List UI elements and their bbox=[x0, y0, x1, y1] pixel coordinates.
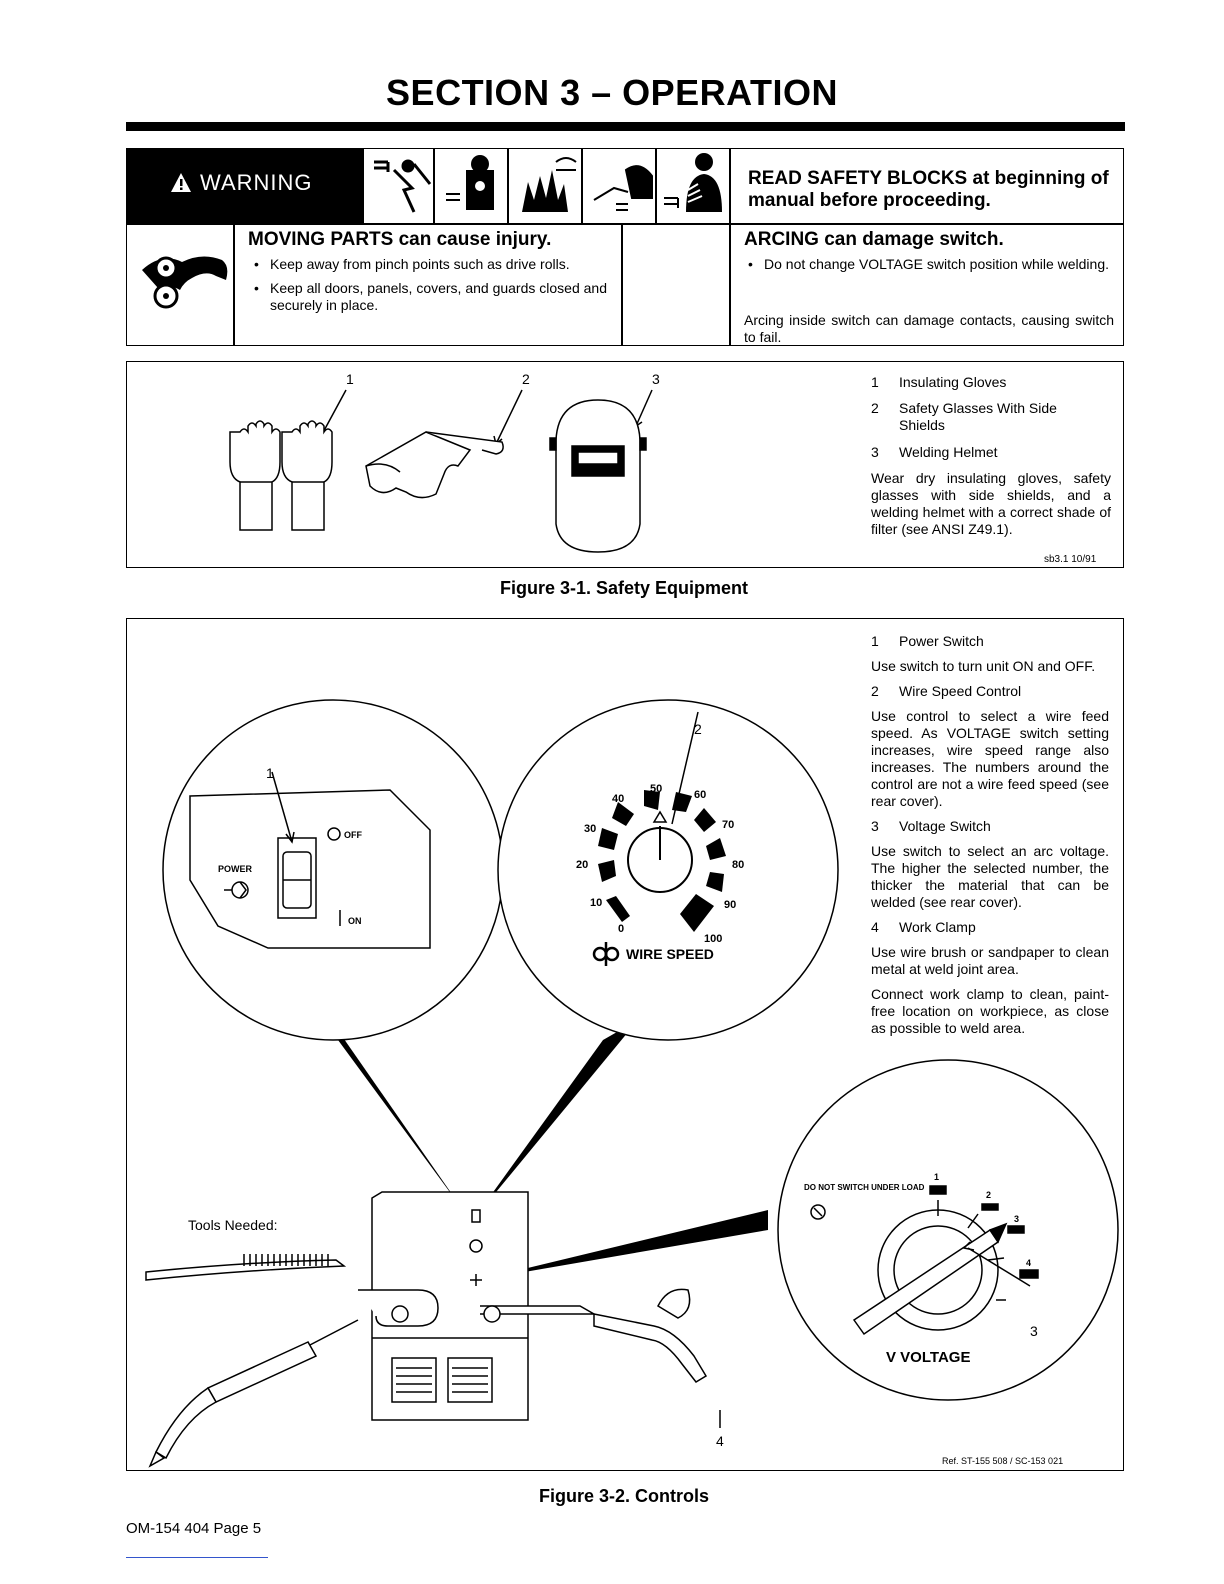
arcing-title: ARCING can damage switch. bbox=[744, 229, 1004, 250]
legend-text: Safety Glasses With Side Shields bbox=[899, 400, 1057, 433]
page-title: SECTION 3 – OPERATION bbox=[386, 72, 838, 113]
svg-text:3: 3 bbox=[1030, 1323, 1038, 1339]
svg-text:POWER: POWER bbox=[218, 864, 253, 874]
svg-text:4: 4 bbox=[1026, 1258, 1031, 1268]
power-switch-panel bbox=[189, 771, 431, 949]
welding-helmet-icon bbox=[549, 399, 647, 553]
warning-label: WARNING bbox=[200, 170, 313, 195]
svg-text:ON: ON bbox=[348, 916, 362, 926]
moving-parts-bullet: Keep away from pinch points such as driv… bbox=[254, 256, 620, 273]
legend-num: 3 bbox=[871, 444, 879, 460]
wire-brush-icon bbox=[145, 1254, 347, 1281]
svg-text:50: 50 bbox=[650, 783, 662, 795]
figure1-caption: Figure 3-1. Safety Equipment bbox=[499, 578, 749, 598]
figure-3-1-box bbox=[126, 361, 1124, 568]
electric-shock-icon bbox=[374, 159, 432, 213]
svg-text:V VOLTAGE: V VOLTAGE bbox=[886, 1349, 970, 1366]
legend-num: 2 bbox=[871, 400, 879, 416]
legend-title: Power Switch bbox=[899, 633, 984, 649]
moving-parts-title: MOVING PARTS can cause injury. bbox=[248, 229, 552, 250]
svg-text:0: 0 bbox=[618, 923, 624, 935]
svg-text:1: 1 bbox=[266, 765, 274, 781]
figure1-description: Wear dry insulating gloves, safety glass… bbox=[871, 470, 1111, 537]
callout-1: 1 bbox=[346, 371, 354, 387]
svg-text:60: 60 bbox=[694, 789, 706, 801]
legend-text: Welding Helmet bbox=[899, 444, 998, 460]
svg-text:DO NOT SWITCH UNDER LOAD: DO NOT SWITCH UNDER LOAD bbox=[804, 1183, 925, 1192]
hot-parts-icon bbox=[664, 153, 722, 212]
svg-text:2: 2 bbox=[694, 721, 702, 737]
legend-num: 1 bbox=[871, 374, 879, 390]
svg-text:20: 20 bbox=[576, 859, 588, 871]
svg-text:100: 100 bbox=[704, 933, 722, 945]
warning-table bbox=[126, 148, 1124, 346]
svg-text:WIRE SPEED: WIRE SPEED bbox=[626, 946, 714, 962]
legend-text: Insulating Gloves bbox=[899, 374, 1007, 390]
moving-parts-hand-icon bbox=[142, 256, 228, 309]
welder-unit bbox=[358, 1191, 597, 1421]
legend-title: Voltage Switch bbox=[899, 818, 991, 834]
arc-rays-icon bbox=[593, 165, 653, 211]
svg-text:1: 1 bbox=[934, 1172, 939, 1182]
power-panel-callout bbox=[162, 699, 504, 1041]
fire-explosion-icon bbox=[522, 157, 577, 212]
voltage-switch bbox=[810, 1185, 1039, 1336]
warning-label-box: WARNING bbox=[126, 148, 364, 224]
callout-2: 2 bbox=[522, 371, 530, 387]
svg-text:3: 3 bbox=[1014, 1214, 1019, 1224]
hazard-pictograms bbox=[374, 153, 722, 213]
svg-text:2: 2 bbox=[986, 1190, 991, 1200]
svg-text:4: 4 bbox=[716, 1433, 724, 1449]
svg-text:OFF: OFF bbox=[344, 830, 362, 840]
svg-text:30: 30 bbox=[584, 823, 596, 835]
svg-text:40: 40 bbox=[612, 793, 624, 805]
figure-3-2-box bbox=[126, 618, 1124, 1471]
figure2-ref: Ref. ST-155 508 / SC-153 021 bbox=[942, 1456, 1064, 1466]
safety-glasses-icon bbox=[365, 431, 504, 499]
wire-speed-icon bbox=[592, 942, 620, 966]
fumes-icon bbox=[446, 155, 494, 210]
legend-title: Wire Speed Control bbox=[899, 683, 1022, 699]
insulating-gloves-icon bbox=[229, 420, 333, 531]
safety-equipment-illustration: 1 2 3 bbox=[229, 371, 660, 553]
footer-link-rule bbox=[126, 1557, 268, 1558]
arcing-note: Arcing inside switch can damage contacts… bbox=[744, 312, 1114, 345]
page-footer: OM-154 404 Page 5 bbox=[126, 1520, 262, 1537]
svg-text:10: 10 bbox=[590, 897, 602, 909]
svg-text:90: 90 bbox=[724, 899, 736, 911]
work-clamp-icon bbox=[593, 1288, 708, 1383]
tools-needed-label: Tools Needed: bbox=[188, 1217, 278, 1233]
svg-text:80: 80 bbox=[732, 859, 744, 871]
svg-text:70: 70 bbox=[722, 819, 734, 831]
title-rule bbox=[126, 122, 1125, 131]
controls-illustration: 1 POWER OFF ON 2 0 10 20 30 40 50 bbox=[145, 699, 1119, 1468]
figure1-legend: 1 Insulating Gloves 2 Safety Glasses With … bbox=[871, 374, 1111, 538]
read-safety-blocks: READ SAFETY BLOCKS at beginning of manua… bbox=[748, 168, 1109, 211]
arcing-bullet: Do not change VOLTAGE switch position wh… bbox=[748, 256, 1114, 273]
legend-title: Work Clamp bbox=[899, 919, 976, 935]
moving-parts-bullet: Keep all doors, panels, covers, and guar… bbox=[254, 280, 620, 314]
wire-speed-dial: 2 0 10 20 30 40 50 60 70 80 90 100 WIRE … bbox=[576, 711, 744, 966]
warning-triangle-icon bbox=[171, 173, 191, 192]
figure1-ref: sb3.1 10/91 bbox=[1044, 554, 1097, 565]
figure2-caption: Figure 3-2. Controls bbox=[538, 1486, 709, 1506]
welding-gun-icon bbox=[148, 1319, 359, 1468]
callout-3: 3 bbox=[652, 371, 660, 387]
